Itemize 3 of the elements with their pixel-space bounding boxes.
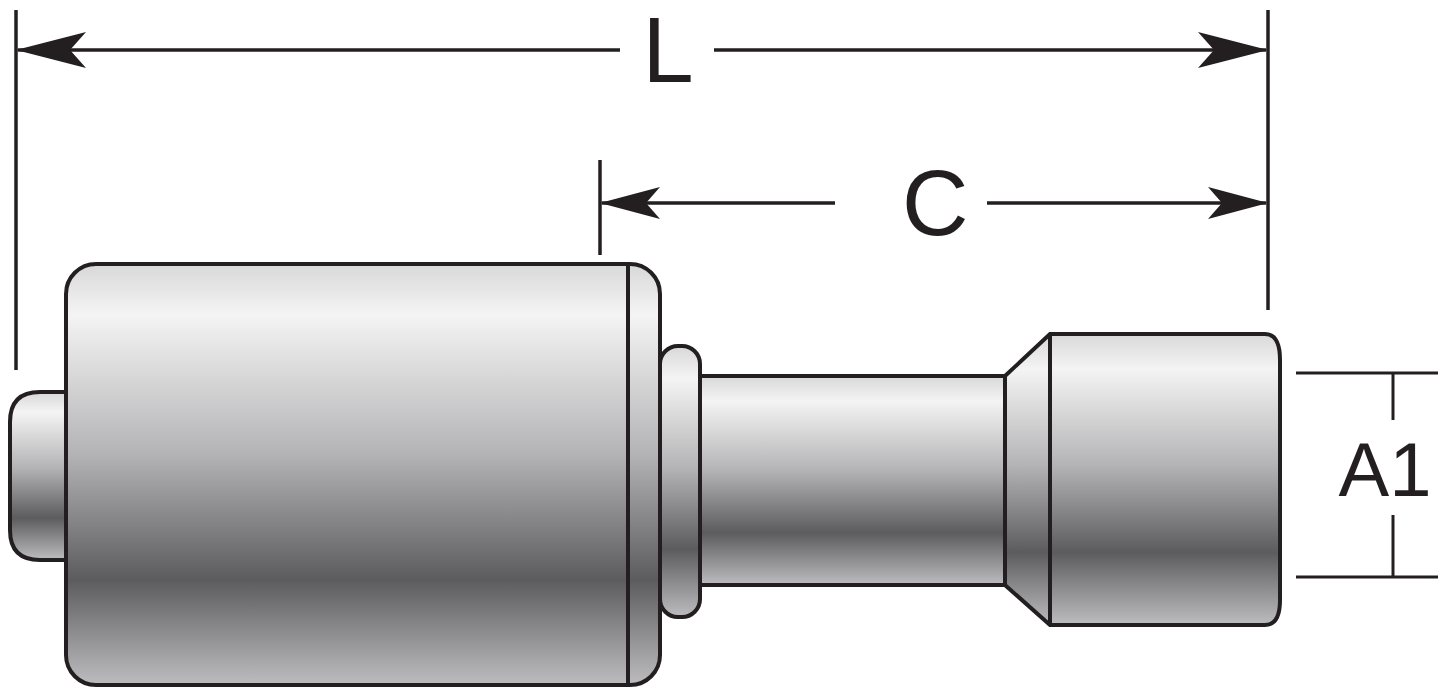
dimension-label: C [902,157,969,249]
dimension-label: L [642,4,694,96]
dimension-label: A1 [1338,432,1432,508]
